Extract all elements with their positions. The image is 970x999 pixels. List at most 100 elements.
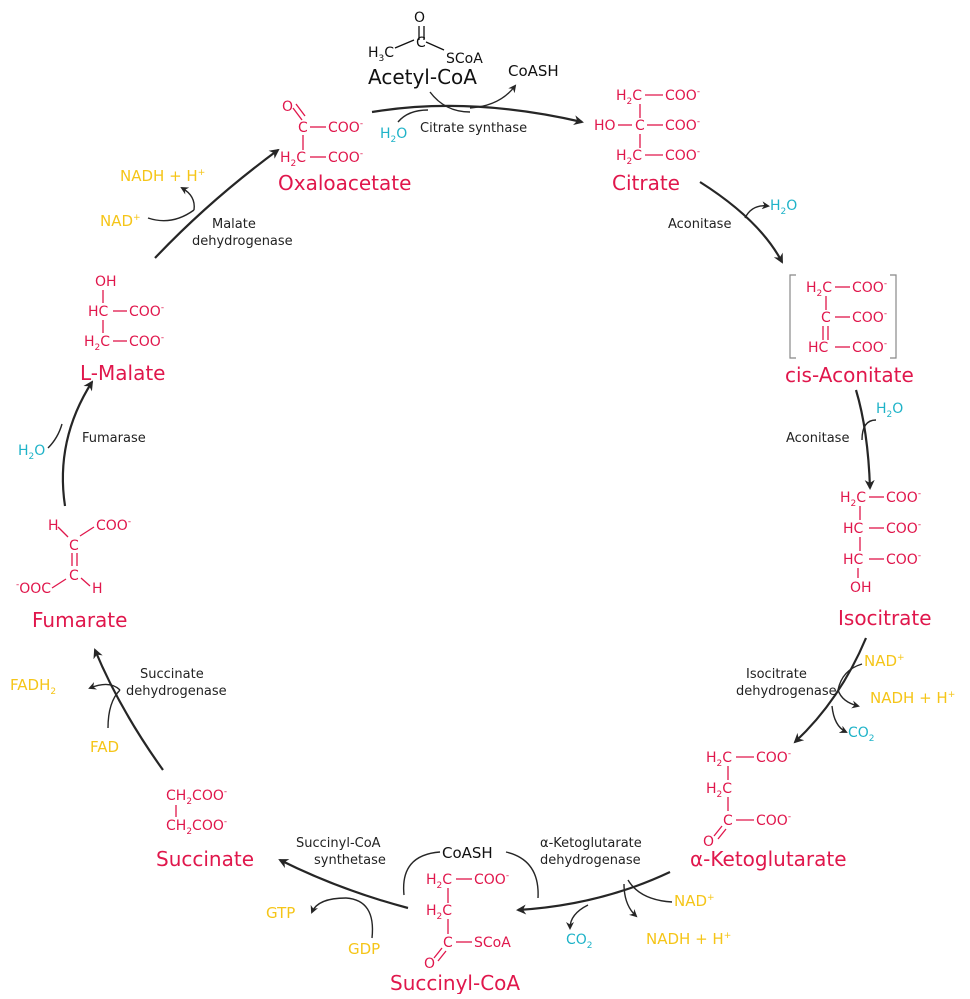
svg-text:COO-: COO- [756,812,791,829]
svg-text:SCoA: SCoA [474,935,511,951]
svg-text:H2C: H2C [426,872,452,891]
svg-text:H: H [48,518,59,534]
svg-text:COO-: COO- [886,520,921,537]
nadh-out-arrow-3 [180,187,195,211]
arrow-isocitrate-to-akg [793,637,868,744]
svg-text:C: C [723,813,733,829]
svg-text:COO-: COO- [96,517,131,534]
h2o-in-arrow-3 [47,423,63,449]
arrow-oxaloacetate-to-citrate [371,104,584,126]
svg-text:C: C [69,538,79,554]
h2o-label-2: H2O [770,198,797,217]
acetyl-coa-structure: O H3C C SCoA Acetyl-CoA [368,10,483,89]
gdp-label: GDP [348,940,380,958]
svg-text:O: O [424,956,435,972]
cis-aconitate-label: cis-Aconitate [785,363,914,387]
svg-text:H2C: H2C [706,750,732,769]
akg-dh-label-2: dehydrogenase [540,853,641,868]
isocitrate-dh-label-2: dehydrogenase [736,684,837,699]
svg-text:C: C [69,568,79,584]
svg-text:H3C: H3C [368,45,394,64]
arrow-fumarate-to-malate [61,380,94,507]
svg-text:C: C [416,35,426,51]
nadh-label-3: NADH + H+ [120,167,205,185]
svg-text:CH2COO-: CH2COO- [166,817,227,837]
akg-dh-label-1: α-Ketoglutarate [540,836,642,851]
fadh2-out-arrow [88,682,121,691]
isocitrate-label: Isocitrate [838,606,932,630]
svg-text:O: O [414,10,425,26]
main-cycle-arrows [61,104,875,915]
svg-text:H2C: H2C [706,781,732,800]
svg-text:H2C: H2C [840,490,866,509]
svg-text:COO-: COO- [886,551,921,568]
succinyl-coa-label: Succinyl-CoA [390,971,520,994]
svg-text:COO-: COO- [129,303,164,320]
h2o-out-arrow-1 [744,201,770,219]
svg-text:HC: HC [843,552,864,568]
nadh-out-arrow-2 [623,883,638,918]
svg-text:COO-: COO- [129,333,164,350]
co2-out-arrow-2 [566,904,589,930]
co2-label-2: CO2 [566,932,593,951]
svg-text:H2C: H2C [616,88,642,107]
coash-out-arrow [469,84,517,109]
coash-out-arrow-2 [505,851,539,899]
aconitase-1-label: Aconitase [668,217,731,232]
svg-text:COO-: COO- [665,147,700,164]
nadh-label-1: NADH + H+ [870,689,955,707]
nad-label-1: NAD+ [864,652,905,670]
malate-dh-label-1: Malate [212,217,256,232]
oxaloacetate-structure: O C COO- H2C COO- [280,99,363,169]
nad-in-arrow-1 [837,663,863,691]
citrate-structure: H2C COO- HO C COO- H2C COO- [594,87,700,167]
oxaloacetate-label: Oxaloacetate [278,171,411,195]
svg-text:C: C [821,310,831,326]
svg-text:COO-: COO- [852,339,887,356]
fad-label: FAD [90,738,119,756]
acetyl-coa-in-arrow [429,91,471,113]
svg-text:H2C: H2C [426,903,452,922]
arrow-malate-to-oxaloacetate [154,148,280,259]
nadh-label-2: NADH + H+ [646,930,731,948]
svg-text:H2C: H2C [616,148,642,167]
side-arrows [47,84,877,939]
svg-text:H2C: H2C [84,334,110,353]
svg-text:SCoA: SCoA [446,51,483,67]
svg-text:C: C [635,118,645,134]
succinate-dh-label-1: Succinate [140,667,204,682]
fumarate-structure: H COO- C C -OOC H [16,517,131,597]
isocitrate-structure: H2C COO- HC COO- HC COO- OH [840,489,921,596]
succinyl-coa-structure: H2C COO- H2C C SCoA O [424,871,511,972]
h2o-label-1: H2O [380,126,407,145]
svg-text:COO-: COO- [852,309,887,326]
succinyl-coa-synthetase-label-1: Succinyl-CoA [296,836,381,851]
svg-text:COO-: COO- [474,871,509,888]
svg-text:H2C: H2C [806,280,832,299]
arrow-citrate-to-cis-aconitate [699,181,783,264]
svg-text:COO-: COO- [886,489,921,506]
nad-label-3: NAD+ [100,212,141,230]
fadh2-label: FADH2 [10,676,56,697]
svg-text:-OOC: -OOC [16,580,51,597]
aconitase-2-label: Aconitase [786,431,849,446]
arrow-succinyl-coa-to-succinate [278,859,409,910]
nadh-out-arrow-1 [837,689,860,709]
h2o-label-3: H2O [876,401,903,420]
alpha-ketoglutarate-label: α-Ketoglutarate [690,847,847,871]
svg-text:COO-: COO- [665,87,700,104]
svg-text:O: O [703,834,714,850]
svg-text:HC: HC [843,521,864,537]
arrow-cis-aconitate-to-isocitrate [854,389,875,490]
succinyl-coa-synthetase-label-2: synthetase [314,853,386,868]
cis-aconitate-structure: H2C COO- C COO- HC COO- [789,274,897,359]
gdp-in-arrow [345,897,374,939]
arrow-succinate-to-fumarate [93,648,164,771]
fad-in-arrow [107,689,121,729]
svg-text:HC: HC [808,340,829,356]
l-malate-structure: OH HC COO- H2C COO- [84,274,164,353]
svg-text:C: C [443,935,453,951]
succinate-structure: CH2COO- CH2COO- [166,787,227,837]
svg-text:COO-: COO- [852,279,887,296]
fumarase-label: Fumarase [82,431,146,446]
